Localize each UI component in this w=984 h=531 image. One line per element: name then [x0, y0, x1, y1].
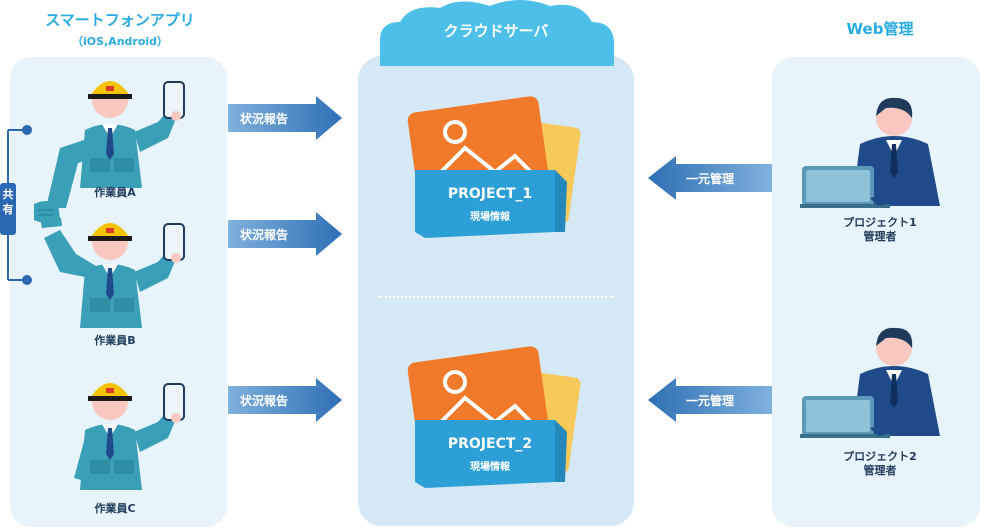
project-1-folder-icon: [407, 96, 581, 238]
manager-2-figure: [800, 327, 940, 438]
share-badge: 共 有: [0, 183, 16, 235]
manager-2-label-line2: 管理者: [863, 464, 897, 477]
manager-1-label-line1: プロジェクト1: [843, 216, 917, 229]
smartphone-app-subtitle: （iOS,Android）: [71, 35, 169, 48]
report-arrow-1: [228, 96, 342, 140]
manager-1-figure: [800, 97, 940, 208]
project-2-title: PROJECT_2: [447, 436, 533, 452]
project-1-subtitle: 現場情報: [470, 212, 510, 223]
worker-a-figure: [46, 81, 185, 208]
manage-arrow-2-label: 一元管理: [686, 394, 735, 408]
worker-b-figure: [40, 218, 185, 328]
worker-a-label: 作業員A: [94, 186, 136, 199]
manage-arrow-1-label: 一元管理: [686, 172, 735, 186]
report-arrow-2-label: 状況報告: [240, 228, 289, 242]
manage-arrow-2: [648, 378, 772, 422]
cloud-server-title: クラウドサーバ: [443, 22, 549, 40]
worker-c-label: 作業員C: [94, 502, 136, 515]
report-arrow-3-label: 状況報告: [240, 394, 289, 408]
web-admin-title: Web管理: [846, 20, 914, 38]
share-badge-line2: 有: [2, 203, 14, 216]
project-2-folder-icon: [407, 346, 581, 488]
project-1-title: PROJECT_1: [447, 186, 533, 202]
project-2-subtitle: 現場情報: [470, 462, 510, 473]
report-arrow-1-label: 状況報告: [240, 112, 289, 126]
web-admin-panel: [772, 57, 980, 527]
smartphone-app-title: スマートフォンアプリ: [45, 11, 195, 29]
share-badge-line1: 共: [2, 188, 14, 201]
manage-arrow-1: [648, 156, 772, 200]
worker-b-label: 作業員B: [94, 334, 136, 347]
report-arrow-3: [228, 378, 342, 422]
worker-b-fist: [34, 201, 60, 223]
manager-1-label-line2: 管理者: [863, 230, 897, 243]
report-arrow-2: [228, 212, 342, 256]
project-separator: [378, 296, 614, 298]
cloud-shape: [380, 0, 614, 66]
worker-c-figure: [74, 383, 185, 490]
manager-2-label-line1: プロジェクト2: [843, 450, 917, 463]
